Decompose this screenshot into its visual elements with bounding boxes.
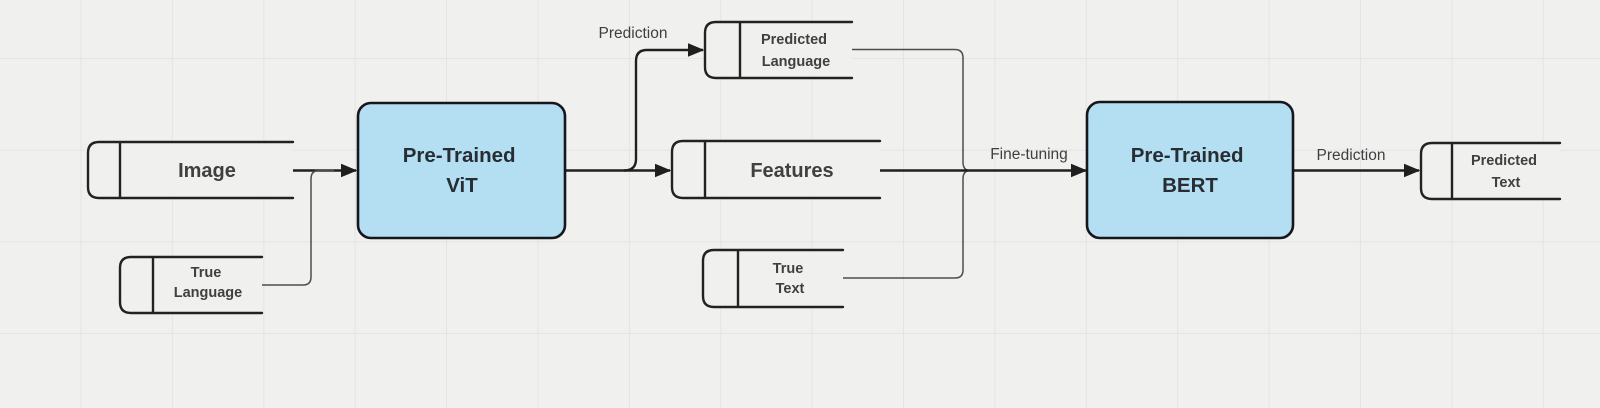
node-true-language-label: True Language xyxy=(174,265,242,301)
node-features-label: Features xyxy=(750,160,833,182)
node-true-text[interactable]: True Text xyxy=(701,248,845,309)
node-predicted-language[interactable]: Predicted Language xyxy=(703,20,854,80)
node-true-language[interactable]: True Language xyxy=(118,255,264,315)
node-predicted-text-label: Predicted Text xyxy=(1471,153,1541,191)
box-pretrained-bert[interactable]: Pre-Trained BERT xyxy=(1085,100,1295,240)
edge-label-fine-tuning: Fine-tuning xyxy=(990,146,1068,163)
edge-true-language-join[interactable] xyxy=(262,169,334,286)
box-pretrained-bert-label: Pre-Trained BERT xyxy=(1131,144,1250,197)
box-pretrained-vit-label: Pre-Trained ViT xyxy=(403,144,522,197)
node-image-label: Image xyxy=(178,160,236,182)
box-pretrained-vit[interactable]: Pre-Trained ViT xyxy=(356,101,567,240)
edge-vit-to-predicted-language[interactable] xyxy=(623,50,703,172)
node-features[interactable]: Features xyxy=(670,139,882,200)
edge-label-prediction-vit: Prediction xyxy=(599,25,668,42)
node-true-text-label: True Text xyxy=(773,261,808,297)
node-predicted-language-label: Predicted Language xyxy=(761,32,831,70)
edge-label-prediction-bert: Prediction xyxy=(1317,147,1386,164)
node-image[interactable]: Image xyxy=(86,140,295,200)
node-predicted-text[interactable]: Predicted Text xyxy=(1419,141,1562,201)
